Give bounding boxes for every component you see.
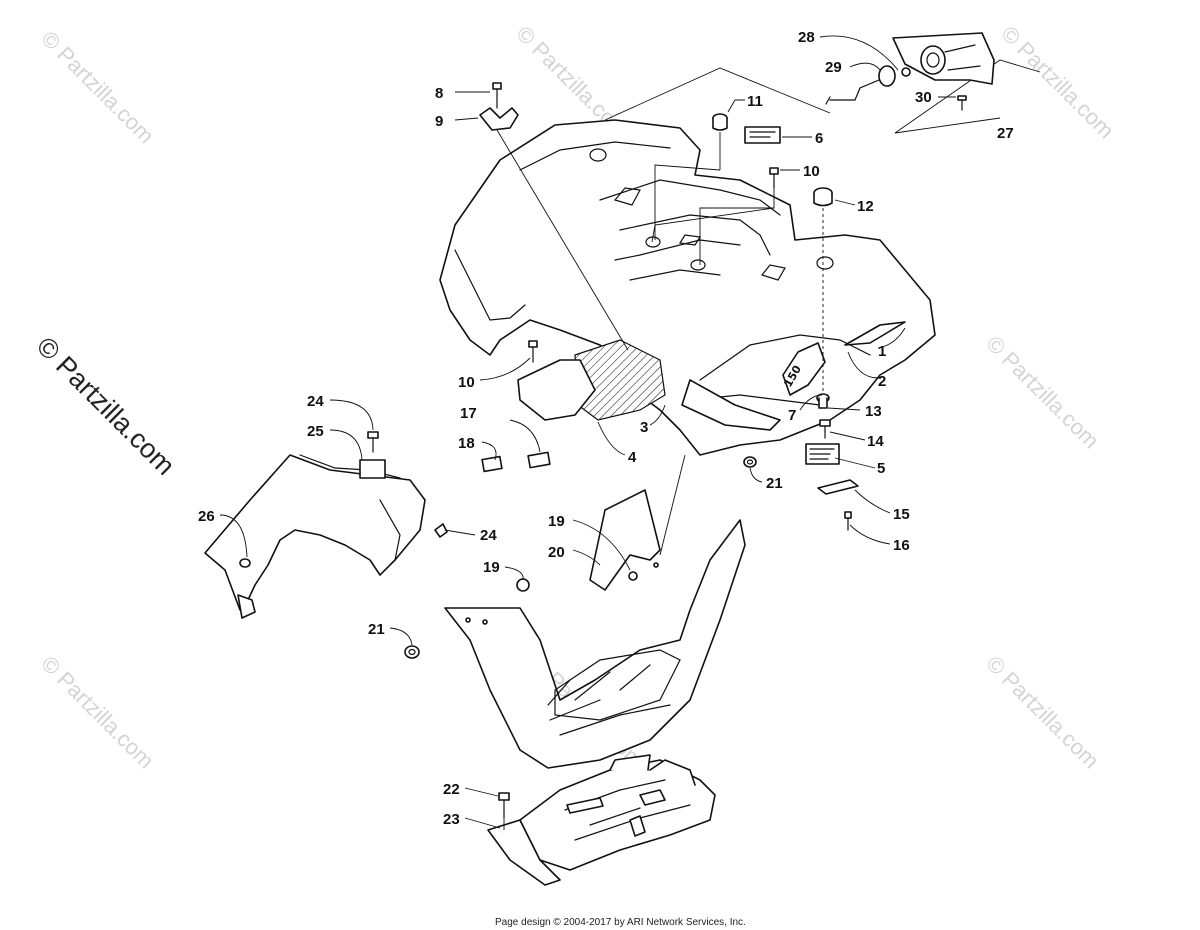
bracket-9: [479, 82, 629, 351]
callout-22: 22: [443, 781, 460, 798]
screw-16: [844, 511, 852, 531]
callout-18: 18: [458, 435, 475, 452]
callout-4: 4: [628, 449, 637, 466]
reflector-15: [817, 479, 859, 495]
watermark-top-right: © Partzilla.com: [996, 21, 1119, 144]
side-panel: [204, 454, 426, 619]
callout-12: 12: [857, 198, 874, 215]
label-6: [744, 126, 781, 144]
watermark-mid-right: © Partzilla.com: [981, 331, 1104, 454]
callout-27: 27: [997, 125, 1014, 142]
callout-20: 20: [548, 544, 565, 561]
taillight-group-bracket: [894, 59, 1041, 134]
bolt-24-top: [367, 431, 379, 453]
grommet-12: [813, 187, 833, 395]
callout-11: 11: [747, 93, 763, 110]
callout-15: 15: [893, 506, 910, 523]
bolt-22: [498, 792, 510, 830]
bracket-6-11: [604, 67, 831, 121]
callout-26: 26: [198, 508, 215, 525]
clip-17: [527, 451, 551, 469]
callout-7: 7: [788, 407, 796, 424]
callout-labels: 1 2 3 4 5 6 7 8 9 10 10 11 12 13 14 15 1…: [198, 29, 1014, 828]
taillight-housing: [892, 32, 995, 85]
callout-24-top: 24: [307, 393, 324, 410]
footrest-bracket: [487, 754, 716, 886]
footwell: [444, 454, 746, 769]
callout-29: 29: [825, 59, 842, 76]
leader-lines: [219, 35, 956, 829]
callout-28: 28: [798, 29, 815, 46]
watermark-large-left: © Partzilla.com: [31, 331, 181, 481]
callout-24-side: 24: [480, 527, 497, 544]
bolt-10-lower: [528, 340, 538, 363]
screw-14: [819, 419, 831, 439]
clip-18: [481, 455, 503, 473]
footer-copyright: Page design © 2004-2017 by ARI Network S…: [495, 917, 746, 928]
grommet-11: [654, 113, 728, 240]
nut-21-lower: [404, 645, 420, 659]
watermark-bottom-right: © Partzilla.com: [981, 651, 1104, 774]
label-5: [805, 443, 840, 465]
callout-5: 5: [877, 460, 885, 477]
nut-19: [516, 578, 530, 592]
rivet-13: [816, 393, 830, 409]
callout-10-lower: 10: [458, 374, 475, 391]
callout-8: 8: [435, 85, 443, 102]
callout-19-lower: 19: [483, 559, 500, 576]
rear-fender: 150: [439, 119, 936, 456]
watermark-bottom-left: © Partzilla.com: [36, 651, 159, 774]
callout-6: 6: [815, 130, 823, 147]
callout-17: 17: [460, 405, 477, 422]
bulb-socket: [825, 65, 911, 105]
callout-10-top: 10: [803, 163, 820, 180]
callout-25: 25: [307, 423, 324, 440]
watermark-top-left: © Partzilla.com: [36, 26, 159, 149]
callout-30: 30: [915, 89, 932, 106]
callout-21-upper: 21: [766, 475, 783, 492]
bolt-24-side: [434, 523, 448, 538]
callout-14: 14: [867, 433, 884, 450]
callout-1: 1: [878, 343, 886, 360]
callout-23: 23: [443, 811, 460, 828]
callout-21-lower: 21: [368, 621, 385, 638]
nut-21-upper: [743, 456, 757, 468]
callout-19-upper: 19: [548, 513, 565, 530]
callout-3: 3: [640, 419, 648, 436]
screw-30: [957, 95, 967, 111]
callout-13: 13: [865, 403, 882, 420]
callout-16: 16: [893, 537, 910, 554]
callout-2: 2: [878, 373, 886, 390]
callout-9: 9: [435, 113, 443, 130]
